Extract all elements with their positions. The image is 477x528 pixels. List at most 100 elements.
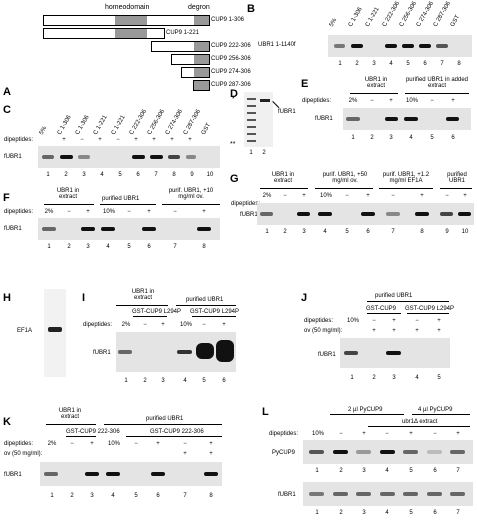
lane-label: C 1-221 bbox=[364, 6, 381, 28]
band bbox=[351, 44, 363, 48]
band bbox=[356, 450, 371, 454]
ladder bbox=[247, 105, 256, 107]
band bbox=[404, 117, 418, 121]
lane-number: 5 bbox=[202, 378, 206, 384]
lane-mark: − bbox=[345, 193, 349, 199]
lane-number: 3 bbox=[302, 229, 306, 235]
gel-d bbox=[244, 92, 273, 147]
lane-number: 3 bbox=[392, 375, 396, 381]
lane-mark: + bbox=[90, 441, 94, 447]
lane-number: 8 bbox=[457, 61, 461, 67]
lane-number: 4 bbox=[409, 135, 413, 141]
lane-number: 5 bbox=[409, 510, 413, 516]
lane-mark: + bbox=[134, 137, 138, 143]
ladder bbox=[247, 140, 256, 142]
band bbox=[309, 450, 324, 454]
lane-number: 1 bbox=[249, 150, 253, 156]
lane-mark: − bbox=[67, 209, 71, 215]
group-label: purif. UBR1, +1.2 mg/ml EF1A bbox=[382, 172, 430, 184]
band bbox=[440, 212, 453, 216]
band bbox=[458, 212, 471, 216]
construct-bar-287-306 bbox=[193, 80, 210, 91]
lane-mark: + bbox=[392, 318, 396, 324]
band bbox=[60, 155, 73, 159]
degron-box bbox=[194, 68, 209, 77]
sub-label: GST-CUP9 L294P bbox=[190, 309, 240, 315]
lane-number: 2 bbox=[372, 375, 376, 381]
band bbox=[196, 343, 214, 359]
lane-number: 3 bbox=[372, 61, 376, 67]
band bbox=[427, 492, 442, 496]
lane-number: 3 bbox=[161, 378, 165, 384]
lane-number: 2 bbox=[143, 378, 147, 384]
lane-label: C 1-306 bbox=[74, 114, 91, 136]
lane-label: C 274-306 bbox=[164, 108, 185, 136]
group-label: 4 µl PyCUP9 bbox=[418, 407, 453, 413]
lane-mark: − bbox=[415, 318, 419, 324]
band bbox=[385, 44, 397, 48]
group-label: purified UBR1 bbox=[447, 172, 467, 184]
ladder bbox=[247, 112, 256, 114]
group-bar bbox=[330, 414, 404, 415]
sub-bar bbox=[407, 313, 449, 314]
dipeptides-label: dipeptides: bbox=[304, 318, 334, 324]
sub-bar bbox=[368, 426, 470, 427]
band bbox=[186, 155, 196, 159]
band bbox=[380, 450, 395, 454]
lane-mark: + bbox=[147, 209, 151, 215]
band bbox=[197, 227, 211, 231]
band bbox=[344, 351, 358, 355]
lane-mark: + bbox=[202, 209, 206, 215]
lane-number: 6 bbox=[433, 468, 437, 474]
lane-mark: − bbox=[70, 441, 74, 447]
pointer-line bbox=[272, 101, 280, 109]
lane-mark: + bbox=[366, 193, 370, 199]
panel-label-g: G bbox=[230, 173, 239, 185]
ov-mark: + bbox=[437, 328, 441, 334]
lane-mark: − bbox=[370, 98, 374, 104]
sub-label: GST-CUP9 L294P bbox=[405, 306, 455, 312]
lane-mark: − bbox=[127, 209, 131, 215]
band bbox=[85, 472, 99, 476]
lane-number: 7 bbox=[391, 229, 395, 235]
lane-number: 3 bbox=[362, 510, 366, 516]
band bbox=[334, 44, 345, 48]
band bbox=[333, 450, 348, 454]
degron-header: degron bbox=[188, 4, 210, 11]
ov-label: ov (50 mg/ml): bbox=[4, 451, 43, 457]
lane-number: 2 bbox=[339, 468, 343, 474]
row-label: fUBR1 bbox=[240, 212, 258, 218]
sub-bar bbox=[133, 316, 167, 317]
dipeptides-label: dipeptides: bbox=[302, 98, 332, 104]
sub-bar bbox=[126, 436, 222, 437]
group-label: UBR1 in extract bbox=[56, 188, 80, 200]
row-label: fUBR1 bbox=[318, 352, 336, 358]
band bbox=[297, 212, 310, 216]
lane-label: C 287-306 bbox=[182, 108, 203, 136]
lane-mark: 2% bbox=[262, 193, 272, 199]
band bbox=[150, 155, 163, 159]
lane-number: 4 bbox=[385, 510, 389, 516]
band bbox=[403, 492, 418, 496]
lane-mark: + bbox=[98, 137, 102, 143]
lane-number: 4 bbox=[385, 468, 389, 474]
lane-mark: + bbox=[161, 322, 165, 328]
lane-number: 4 bbox=[389, 61, 393, 67]
lane-number: 5 bbox=[409, 468, 413, 474]
row-label: fUBR1 bbox=[315, 116, 333, 122]
group-label: 2 µl PyCUP9 bbox=[348, 407, 383, 413]
dipeptides-label: dipeptides: bbox=[4, 441, 34, 447]
ladder bbox=[247, 98, 256, 100]
lane-mark: − bbox=[173, 209, 177, 215]
lane-number: 5 bbox=[430, 135, 434, 141]
lane-number: 2 bbox=[70, 493, 74, 499]
group-label: purified UBR1 bbox=[102, 196, 140, 202]
band bbox=[78, 155, 90, 159]
lane-mark: + bbox=[222, 322, 226, 328]
blot-k bbox=[40, 462, 222, 486]
lane-number: 1 bbox=[47, 244, 51, 250]
band bbox=[216, 340, 234, 362]
lane-mark: 2% bbox=[121, 322, 131, 328]
lane-mark: + bbox=[156, 441, 160, 447]
lane-number: 3 bbox=[90, 493, 94, 499]
